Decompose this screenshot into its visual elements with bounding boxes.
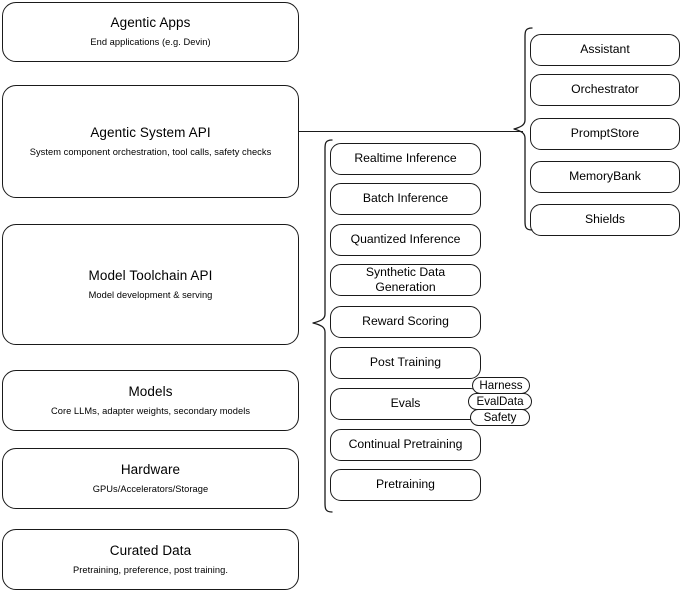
layer-hardware[interactable]: Hardware GPUs/Accelerators/Storage [2,448,299,509]
chip-label: Continual Pretraining [348,437,463,452]
chip-label: Batch Inference [362,191,449,206]
chip-label: Evals [390,396,421,411]
layer-subtitle: Pretraining, preference, post training. [73,564,228,575]
chip-memorybank[interactable]: MemoryBank [530,161,680,193]
chip-label: Orchestrator [571,82,639,97]
pill-label: Safety [483,411,517,424]
layer-title: Curated Data [109,542,192,558]
chip-label: Post Training [369,355,442,370]
layer-subtitle: Core LLMs, adapter weights, secondary mo… [50,405,251,416]
pill-label: EvalData [476,395,524,408]
chip-label: Pretraining [376,477,435,492]
chip-synthetic-data-generation[interactable]: Synthetic Data Generation [330,264,481,296]
layer-title: Model Toolchain API [88,267,213,283]
layer-title: Hardware [120,461,181,477]
chip-promptstore[interactable]: PromptStore [530,118,680,150]
chip-quantized-inference[interactable]: Quantized Inference [330,224,481,256]
chip-continual-pretraining[interactable]: Continual Pretraining [330,429,481,461]
chip-label: PromptStore [570,126,640,141]
connector-system-api-to-components [299,131,523,132]
chip-assistant[interactable]: Assistant [530,34,680,66]
chip-label: Quantized Inference [350,232,461,247]
chip-pretraining[interactable]: Pretraining [330,469,481,501]
layer-subtitle: System component orchestration, tool cal… [29,146,272,157]
layer-subtitle: Model development & serving [88,289,213,300]
chip-label: Assistant [580,42,630,57]
layer-title: Agentic System API [90,124,211,140]
layer-agentic-apps[interactable]: Agentic Apps End applications (e.g. Devi… [2,2,299,62]
chip-realtime-inference[interactable]: Realtime Inference [330,143,481,175]
chip-evals[interactable]: Evals [330,388,481,420]
layer-model-toolchain-api[interactable]: Model Toolchain API Model development & … [2,224,299,345]
chip-label: Synthetic Data Generation [365,264,446,294]
chip-post-training[interactable]: Post Training [330,347,481,379]
toolchain-capabilities-brace [312,139,333,513]
layer-title: Models [128,383,173,399]
chip-reward-scoring[interactable]: Reward Scoring [330,306,481,338]
layer-title: Agentic Apps [110,15,191,31]
chip-label: MemoryBank [569,169,641,184]
layer-curated-data[interactable]: Curated Data Pretraining, preference, po… [2,529,299,590]
chip-label: Reward Scoring [362,314,449,329]
layer-models[interactable]: Models Core LLMs, adapter weights, secon… [2,370,299,431]
chip-label: Realtime Inference [354,151,457,166]
chip-shields[interactable]: Shields [530,204,680,236]
chip-batch-inference[interactable]: Batch Inference [330,183,481,215]
chip-orchestrator[interactable]: Orchestrator [530,74,680,106]
pill-label: Harness [479,379,523,392]
pill-evaldata[interactable]: EvalData [468,393,532,410]
pill-harness[interactable]: Harness [472,377,530,394]
chip-label: Shields [585,212,625,227]
layer-agentic-system-api[interactable]: Agentic System API System component orch… [2,85,299,198]
layer-subtitle: GPUs/Accelerators/Storage [92,483,209,494]
system-components-brace [513,27,533,231]
pill-safety[interactable]: Safety [470,409,530,426]
layer-subtitle: End applications (e.g. Devin) [90,37,211,48]
